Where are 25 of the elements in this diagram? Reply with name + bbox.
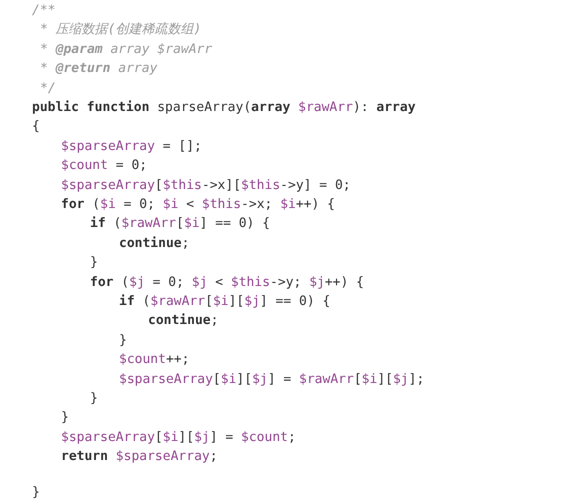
code-line: if ($rawArr[$i] == 0) { [90, 216, 270, 232]
code-line: public function sparseArray(array $rawArr): array [32, 100, 416, 116]
doc-comment-line: *@return array [40, 61, 158, 78]
code-line: } [90, 255, 98, 272]
code-line: $count++; [119, 352, 190, 368]
code-line: $sparseArray[$this->x][$this->y] = 0; [61, 178, 351, 194]
code-line: if ($rawArr[$i][$j] == 0) { [119, 294, 330, 310]
doc-comment-line: /** [32, 3, 56, 19]
code-line: for ($j = 0; $j < $this->y; $j++) { [90, 274, 364, 291]
code-line: $count = 0; [61, 158, 148, 174]
code-line: $sparseArray[$i][$j] = $count; [61, 430, 296, 446]
code-line: $sparseArray[$i][$j] = $rawArr[$i][$j]; [119, 372, 424, 388]
doc-comment-line: * 压缩数据(创建稀疏数组) [40, 22, 202, 38]
code-line: { [32, 119, 40, 136]
code-line: for ($i = 0; $i < $this->x; $i++) { [61, 197, 335, 213]
code-line: return $sparseArray; [61, 449, 218, 466]
code-line: continue; [119, 236, 190, 252]
code-line: } [119, 332, 127, 349]
code-line: } [90, 391, 98, 407]
doc-comment-line: *@param array $rawArr [40, 42, 212, 58]
code-line: continue; [148, 313, 218, 330]
doc-comment-line: */ [40, 80, 56, 97]
code-line: } [32, 485, 40, 501]
code-line: } [61, 410, 69, 426]
code-line: $sparseArray = []; [61, 138, 202, 155]
